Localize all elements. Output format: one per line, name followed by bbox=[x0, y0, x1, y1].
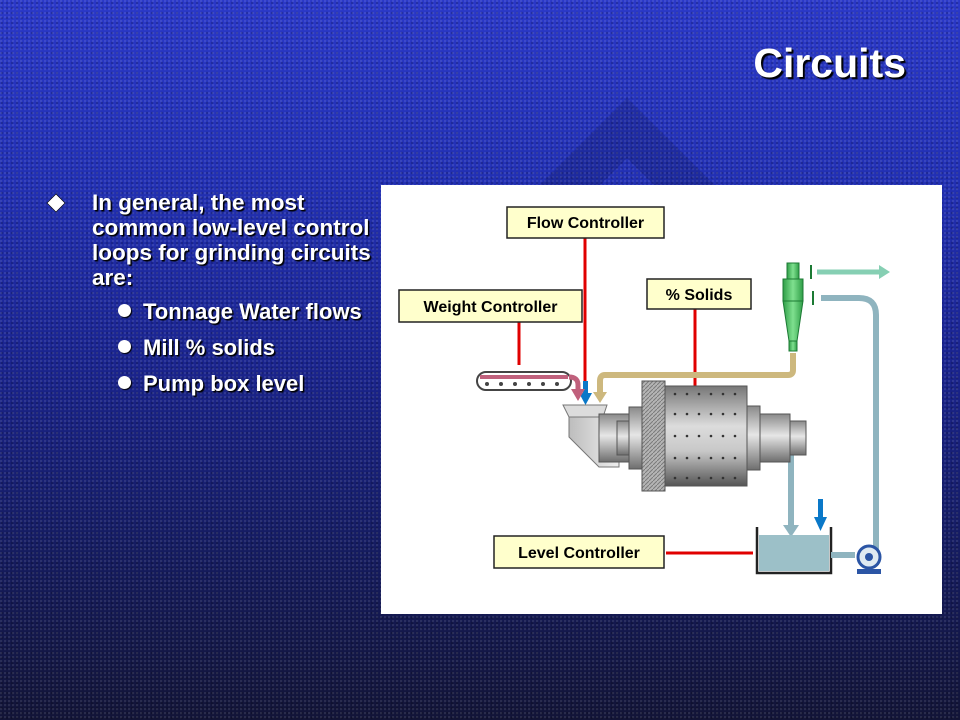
slide-title: Circuits bbox=[753, 40, 906, 86]
level-controller-box: Level Controller bbox=[493, 535, 665, 569]
flow-controller-box: Flow Controller bbox=[506, 206, 665, 239]
solids-controller-label: % Solids bbox=[666, 287, 733, 304]
round-bullet-icon bbox=[118, 340, 131, 353]
cyclone-underflow-line bbox=[597, 353, 796, 394]
weight-controller-label: Weight Controller bbox=[424, 299, 558, 316]
main-bullet-text: In general, the most common low-level co… bbox=[92, 190, 371, 290]
flow-controller-label: Flow Controller bbox=[527, 215, 644, 232]
round-bullet-icon bbox=[118, 376, 131, 389]
diagram-svg: Flow Controller Weight Controller % Soli… bbox=[398, 206, 890, 575]
level-controller-label: Level Controller bbox=[518, 545, 640, 562]
main-bullet: In general, the most common low-level co… bbox=[40, 190, 380, 290]
solids-controller-box: % Solids bbox=[646, 278, 752, 310]
sub-bullet-text: Mill % solids bbox=[143, 335, 276, 360]
grinding-circuit-diagram: Flow Controller Weight Controller % Soli… bbox=[381, 185, 942, 614]
sub-bullet-item: Tonnage Water flows bbox=[40, 297, 380, 326]
sub-bullet-text: Pump box level bbox=[143, 371, 305, 396]
sub-bullet-item: Pump box level bbox=[40, 369, 380, 398]
discharge-arrowhead bbox=[783, 525, 799, 537]
bullet-list: In general, the most common low-level co… bbox=[40, 190, 380, 405]
water-addition-arrows bbox=[579, 381, 827, 531]
pump-box bbox=[755, 527, 833, 575]
slurry-pump bbox=[831, 544, 882, 574]
round-bullet-icon bbox=[118, 304, 131, 317]
sub-bullet-text: Tonnage Water flows bbox=[143, 299, 362, 324]
sub-bullet-item: Mill % solids bbox=[40, 333, 380, 362]
feed-conveyor bbox=[476, 371, 585, 401]
underflow-arrowhead bbox=[593, 392, 607, 403]
overflow-arrowhead bbox=[879, 265, 890, 279]
grinding-mill bbox=[598, 380, 807, 492]
sub-bullet-list: Tonnage Water flows Mill % solids Pump b… bbox=[40, 297, 380, 398]
diamond-bullet-icon bbox=[46, 193, 66, 213]
pump-return-line bbox=[821, 295, 879, 565]
hydrocyclone bbox=[782, 262, 814, 352]
weight-controller-box: Weight Controller bbox=[398, 289, 583, 323]
